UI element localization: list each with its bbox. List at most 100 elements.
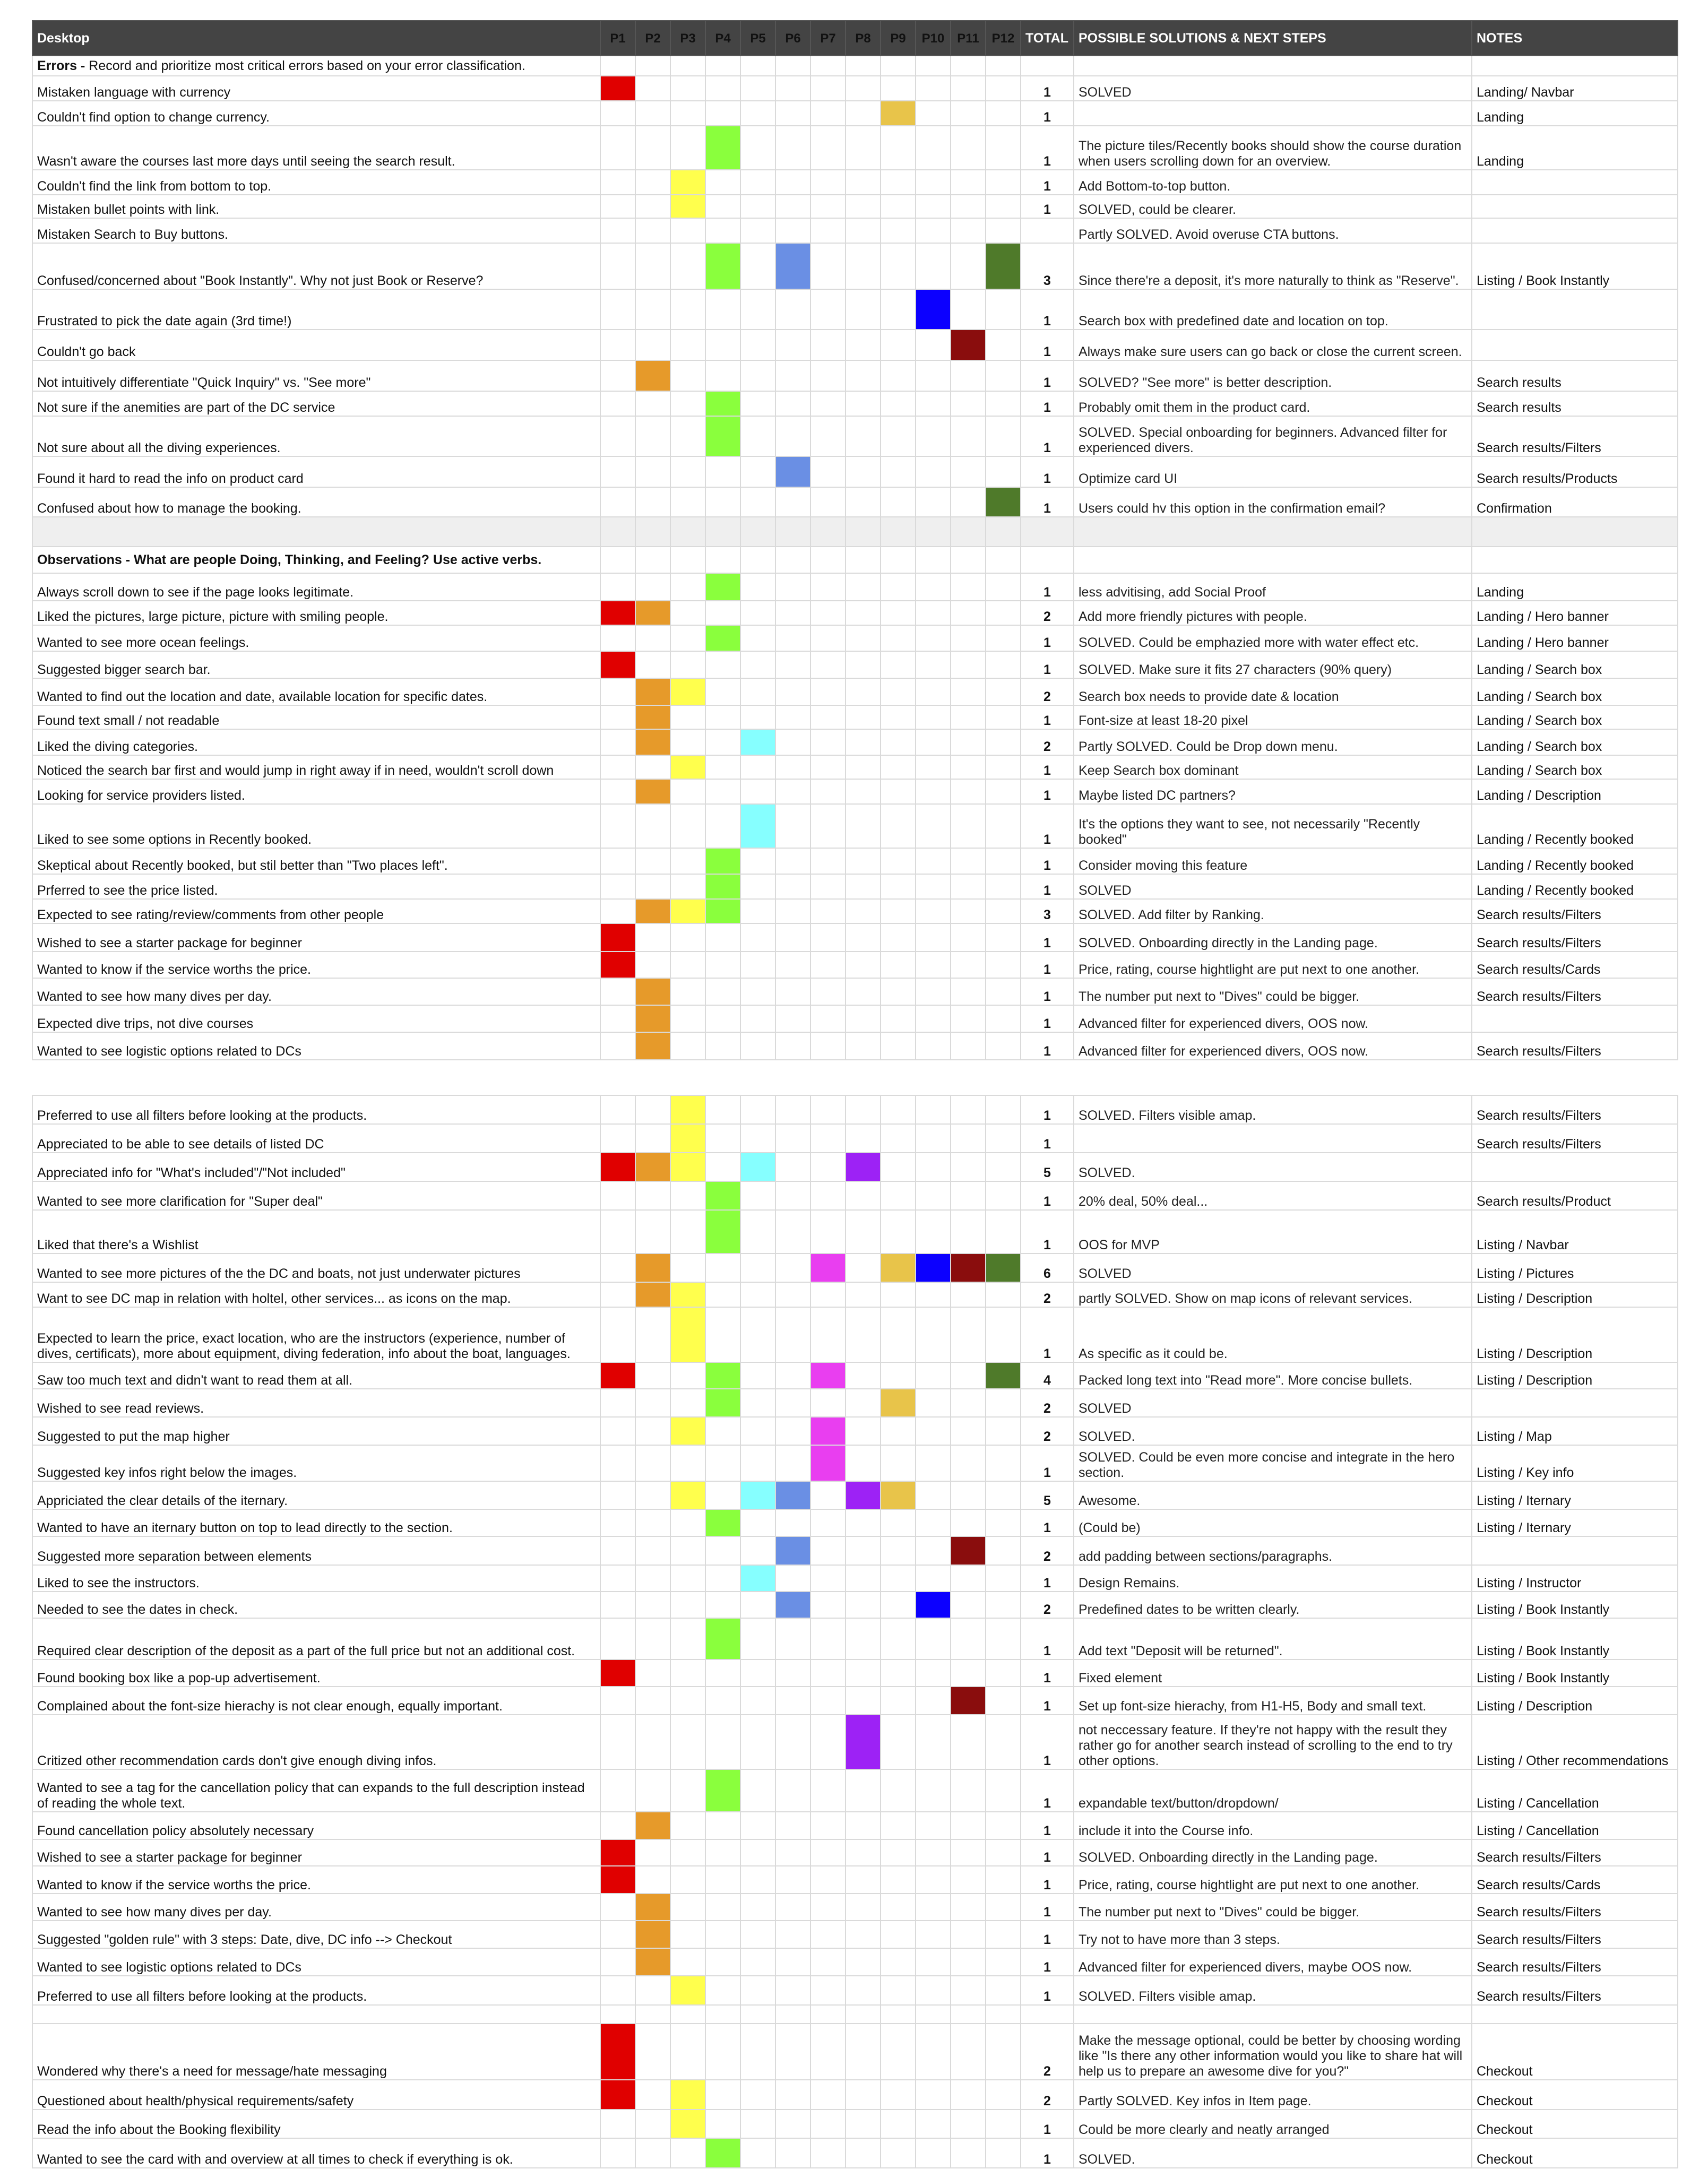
participant-cell-p8[interactable] xyxy=(845,243,881,290)
participant-cell-p4[interactable] xyxy=(705,923,741,952)
participant-cell-p8[interactable] xyxy=(845,978,881,1006)
participant-cell-p4[interactable] xyxy=(705,194,741,219)
desktop-header[interactable]: Desktop xyxy=(32,20,601,56)
participant-cell-p3[interactable] xyxy=(670,848,706,875)
participant-cell-p2[interactable] xyxy=(635,1536,671,1566)
note-text[interactable]: Checkout xyxy=(1471,2138,1678,2168)
finding-text[interactable]: Read the info about the Booking flexibil… xyxy=(32,2109,601,2139)
participant-cell-p11[interactable] xyxy=(950,1811,986,1840)
participant-cell-p4[interactable] xyxy=(705,898,741,924)
participant-cell-p12[interactable] xyxy=(985,1509,1021,1537)
total-count[interactable] xyxy=(1020,218,1074,244)
participant-cell-p5[interactable] xyxy=(740,705,776,730)
participant-cell-p6[interactable] xyxy=(775,951,811,979)
participant-cell-p12[interactable] xyxy=(985,1362,1021,1389)
participant-cell-p3[interactable] xyxy=(670,1811,706,1840)
participant-cell-p8[interactable] xyxy=(845,923,881,952)
participant-cell-p8[interactable] xyxy=(845,1536,881,1566)
note-text[interactable] xyxy=(1471,1536,1678,1566)
note-text[interactable]: Search results/Filters xyxy=(1471,1948,1678,1976)
participant-cell-p1[interactable] xyxy=(600,803,636,849)
note-text[interactable]: Search results/Filters xyxy=(1471,1920,1678,1949)
participant-cell-p6[interactable] xyxy=(775,803,811,849)
participant-cell-p5[interactable] xyxy=(740,100,776,126)
participant-cell-p11[interactable] xyxy=(950,1865,986,1894)
participant-cell-p4[interactable] xyxy=(705,1811,741,1840)
participant-cell-p2[interactable] xyxy=(635,1282,671,1308)
participant-cell-p10[interactable] xyxy=(915,1123,951,1153)
participant-cell-p5[interactable] xyxy=(740,651,776,679)
finding-text[interactable]: Liked to see the instructors. xyxy=(32,1565,601,1592)
participant-cell-p9[interactable] xyxy=(880,391,916,417)
participant-cell-p12[interactable] xyxy=(985,1948,1021,1976)
participant-cell-p4[interactable] xyxy=(705,1591,741,1619)
participant-cell-p8[interactable] xyxy=(845,1509,881,1537)
participant-cell-p1[interactable] xyxy=(600,898,636,924)
participant-cell-p10[interactable] xyxy=(915,2079,951,2110)
participant-cell-p10[interactable] xyxy=(915,1095,951,1125)
participant-cell-p9[interactable] xyxy=(880,923,916,952)
participant-cell-p11[interactable] xyxy=(950,2079,986,2110)
participant-cell-p10[interactable] xyxy=(915,243,951,290)
participant-cell-p1[interactable] xyxy=(600,1975,636,2006)
participant-cell-p10[interactable] xyxy=(915,2004,951,2024)
finding-text[interactable]: Prferred to see the price listed. xyxy=(32,874,601,900)
participant-cell-p8[interactable] xyxy=(845,874,881,900)
note-text[interactable] xyxy=(1471,169,1678,195)
participant-cell-p1[interactable] xyxy=(600,1509,636,1537)
participant-cell-p10[interactable] xyxy=(915,1388,951,1418)
participant-cell-p1[interactable] xyxy=(600,416,636,457)
finding-text[interactable]: Preferred to use all filters before look… xyxy=(32,1975,601,2006)
participant-cell-p6[interactable] xyxy=(775,755,811,780)
participant-cell-p2[interactable] xyxy=(635,1445,671,1482)
participant-cell-p1[interactable] xyxy=(600,1388,636,1418)
participant-cell-p2[interactable] xyxy=(635,779,671,805)
participant-cell-p1[interactable] xyxy=(600,1714,636,1770)
solution-text[interactable]: Fixed element xyxy=(1073,1659,1472,1687)
participant-cell-p6[interactable] xyxy=(775,1209,811,1254)
participant-cell-p6[interactable] xyxy=(775,2004,811,2024)
participant-header-p3[interactable]: P3 xyxy=(670,20,706,56)
solution-text[interactable]: Keep Search box dominant xyxy=(1073,755,1472,780)
participant-cell-p12[interactable] xyxy=(985,456,1021,488)
participant-cell-p8[interactable] xyxy=(845,125,881,170)
participant-cell-p6[interactable] xyxy=(775,1362,811,1389)
participant-cell-p3[interactable] xyxy=(670,978,706,1006)
participant-cell-p9[interactable] xyxy=(880,625,916,652)
participant-cell-p1[interactable] xyxy=(600,848,636,875)
participant-cell-p11[interactable] xyxy=(950,779,986,805)
participant-cell-p8[interactable] xyxy=(845,705,881,730)
participant-cell-p10[interactable] xyxy=(915,1509,951,1537)
finding-text[interactable]: Suggested key infos right below the imag… xyxy=(32,1445,601,1482)
participant-cell-p2[interactable] xyxy=(635,874,671,900)
finding-text[interactable]: Questioned about health/physical require… xyxy=(32,2079,601,2110)
participant-cell-p3[interactable] xyxy=(670,2138,706,2168)
participant-cell-p9[interactable] xyxy=(880,678,916,706)
participant-cell-p7[interactable] xyxy=(810,1811,846,1840)
finding-text[interactable] xyxy=(32,2004,601,2024)
participant-cell-p3[interactable] xyxy=(670,1659,706,1687)
finding-text[interactable]: Required clear description of the deposi… xyxy=(32,1618,601,1660)
participant-cell-p6[interactable] xyxy=(775,729,811,756)
finding-text[interactable]: Wanted to find out the location and date… xyxy=(32,678,601,706)
participant-cell-p5[interactable] xyxy=(740,923,776,952)
finding-text[interactable]: Wanted to see logistic options related t… xyxy=(32,1032,601,1060)
participant-cell-p4[interactable] xyxy=(705,329,741,361)
participant-cell-p10[interactable] xyxy=(915,1253,951,1283)
participant-cell-p6[interactable] xyxy=(775,651,811,679)
participant-cell-p2[interactable] xyxy=(635,1811,671,1840)
participant-cell-p11[interactable] xyxy=(950,329,986,361)
participant-cell-p10[interactable] xyxy=(915,1282,951,1308)
solution-text[interactable]: (Could be) xyxy=(1073,1509,1472,1537)
participant-cell-p1[interactable] xyxy=(600,1005,636,1033)
participant-cell-p12[interactable] xyxy=(985,600,1021,626)
participant-cell-p2[interactable] xyxy=(635,1509,671,1537)
participant-cell-p4[interactable] xyxy=(705,243,741,290)
participant-cell-p5[interactable] xyxy=(740,848,776,875)
participant-cell-p5[interactable] xyxy=(740,1481,776,1510)
note-text[interactable]: Search results/Filters xyxy=(1471,978,1678,1006)
participant-cell-p1[interactable] xyxy=(600,1362,636,1389)
note-text[interactable]: Listing / Iternary xyxy=(1471,1509,1678,1537)
participant-cell-p5[interactable] xyxy=(740,1209,776,1254)
participant-cell-p5[interactable] xyxy=(740,2138,776,2168)
